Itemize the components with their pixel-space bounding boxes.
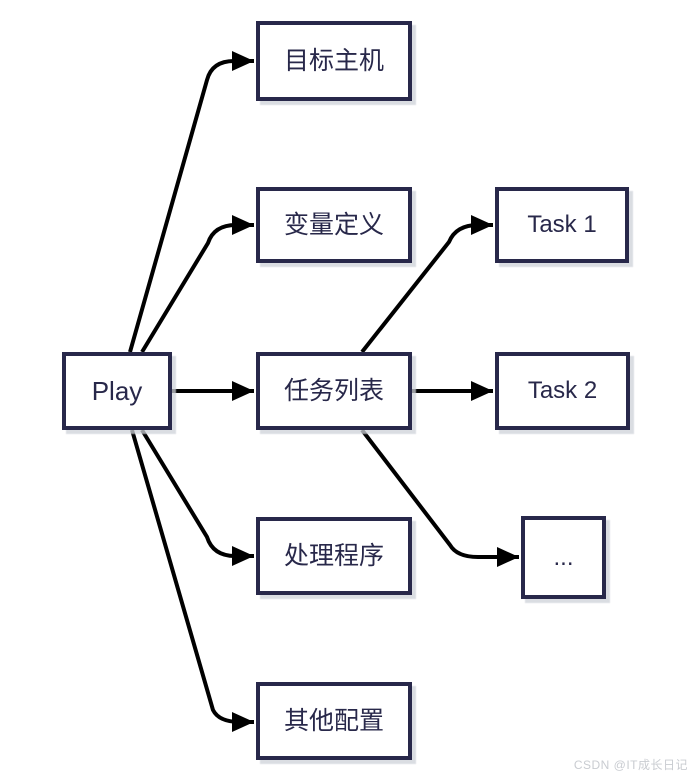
node-task-1: Task 1 (495, 187, 629, 263)
node-other-config-label: 其他配置 (283, 706, 384, 735)
node-variable-definition-label: 变量定义 (283, 210, 384, 239)
node-task-1-label: Task 1 (527, 211, 597, 238)
node-play-label: Play (91, 376, 143, 406)
node-task-list-label: 任务列表 (283, 376, 384, 405)
node-task-2-label: Task 2 (527, 377, 598, 404)
edge-play-to-target-host (128, 51, 254, 353)
edge-task-list-to-task-1 (360, 215, 493, 354)
node-handlers-label: 处理程序 (283, 541, 384, 570)
node-handlers: 处理程序 (256, 517, 412, 595)
node-variable-definition: 变量定义 (256, 187, 412, 263)
csdn-watermark: CSDN @IT成长日记 (573, 758, 688, 772)
edge-play-to-variable-definition (140, 215, 254, 354)
node-target-host-label: 目标主机 (283, 46, 384, 75)
node-task-2: Task 2 (495, 352, 630, 430)
node-other-config: 其他配置 (256, 682, 412, 760)
edge-play-to-other-config (130, 429, 254, 732)
node-task-list: 任务列表 (256, 352, 412, 430)
node-more-tasks-label: ... (553, 543, 574, 571)
node-more-tasks: ... (521, 516, 606, 599)
node-target-host: 目标主机 (256, 21, 412, 101)
node-play: Play (62, 352, 172, 430)
edge-task-list-to-more-tasks (360, 428, 519, 567)
edge-play-to-handlers (140, 428, 254, 566)
